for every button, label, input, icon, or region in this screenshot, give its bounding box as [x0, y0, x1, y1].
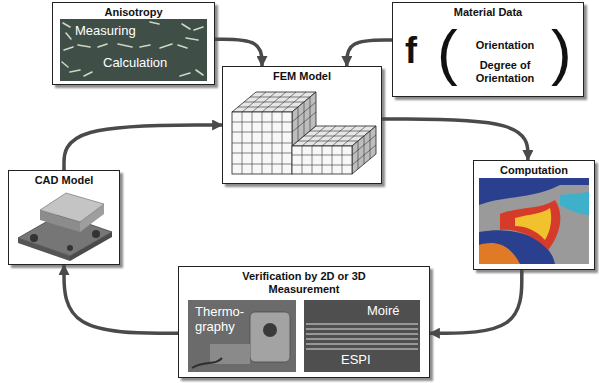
device-base	[210, 344, 250, 364]
image-label: Calculation	[103, 56, 167, 71]
block-top	[40, 193, 104, 222]
input-box: Material Data f ( OrientationDegree of Orie…	[392, 2, 584, 97]
photo-ground	[304, 300, 420, 372]
image-label: Thermo- graphy	[195, 305, 255, 335]
box-title: Material Data	[454, 6, 522, 19]
flow-arrow	[347, 40, 392, 66]
cad-part	[18, 193, 112, 261]
box-title: Verification by 2D or 3D Measurement	[229, 270, 379, 296]
mesh-face	[352, 126, 376, 174]
flow-arrow	[215, 39, 262, 66]
process-box: FEM Model	[222, 66, 382, 184]
box-title: CAD Model	[35, 174, 94, 187]
plate-edge	[18, 238, 70, 261]
thermography-photo	[188, 300, 296, 372]
box-title: Anisotropy	[104, 6, 162, 19]
moire-photo	[304, 300, 420, 372]
bore-hole	[92, 230, 100, 238]
image-label: Moiré	[367, 304, 400, 319]
block-side	[40, 210, 80, 232]
bore-hole	[67, 245, 73, 251]
flow-arrow	[64, 265, 178, 333]
grain-streaks	[62, 22, 203, 76]
photo-ground	[188, 300, 296, 372]
box-title: FEM Model	[273, 70, 331, 83]
process-box: CAD Model	[8, 170, 120, 265]
plot-region	[479, 185, 589, 264]
base-plate	[18, 214, 112, 256]
flow-arrow	[382, 119, 528, 160]
photo-panel: MoiréESPI	[305, 301, 421, 373]
formula-text: Degree of Orientation	[463, 59, 547, 85]
plot-region	[515, 208, 551, 240]
block-side	[80, 204, 104, 232]
formula-text: Orientation	[476, 39, 535, 52]
flow-arrow	[430, 270, 522, 333]
photo-panel: Thermo- graphy	[189, 301, 297, 373]
mesh-face	[232, 112, 292, 174]
micrograph-ground	[60, 19, 207, 81]
mesh-grid	[232, 92, 376, 174]
image-label: ESPI	[341, 353, 371, 368]
formula-text: (	[437, 21, 458, 83]
fringe-stripes	[306, 324, 418, 349]
mesh-face	[292, 92, 316, 146]
plot-region	[560, 192, 589, 215]
stress-plot	[479, 178, 589, 264]
mesh-face	[292, 146, 352, 174]
box-title: Computation	[500, 164, 568, 177]
image-label: Measuring	[75, 24, 136, 39]
plot-region	[479, 243, 520, 264]
device-body	[250, 312, 290, 362]
process-box: Thermo- graphy MoiréESPI Verification by 2…	[178, 266, 430, 378]
formula-text: f	[405, 33, 417, 69]
micrograph-panel: MeasuringCalculation	[61, 20, 208, 82]
bore-hole	[30, 234, 38, 242]
device-lens	[263, 323, 277, 337]
plot-ground	[479, 178, 589, 264]
mesh-face	[232, 92, 316, 112]
input-box: MeasuringCalculationAnisotropy	[52, 2, 215, 85]
plate-edge	[70, 232, 112, 261]
flow-arrow	[64, 125, 222, 170]
formula-text: )	[551, 21, 572, 83]
mesh-face	[292, 126, 376, 146]
fem-mesh	[232, 92, 376, 174]
cable	[192, 358, 222, 368]
plot-region	[500, 200, 560, 250]
micrograph-image	[60, 19, 207, 81]
process-box: Computation	[473, 160, 595, 270]
